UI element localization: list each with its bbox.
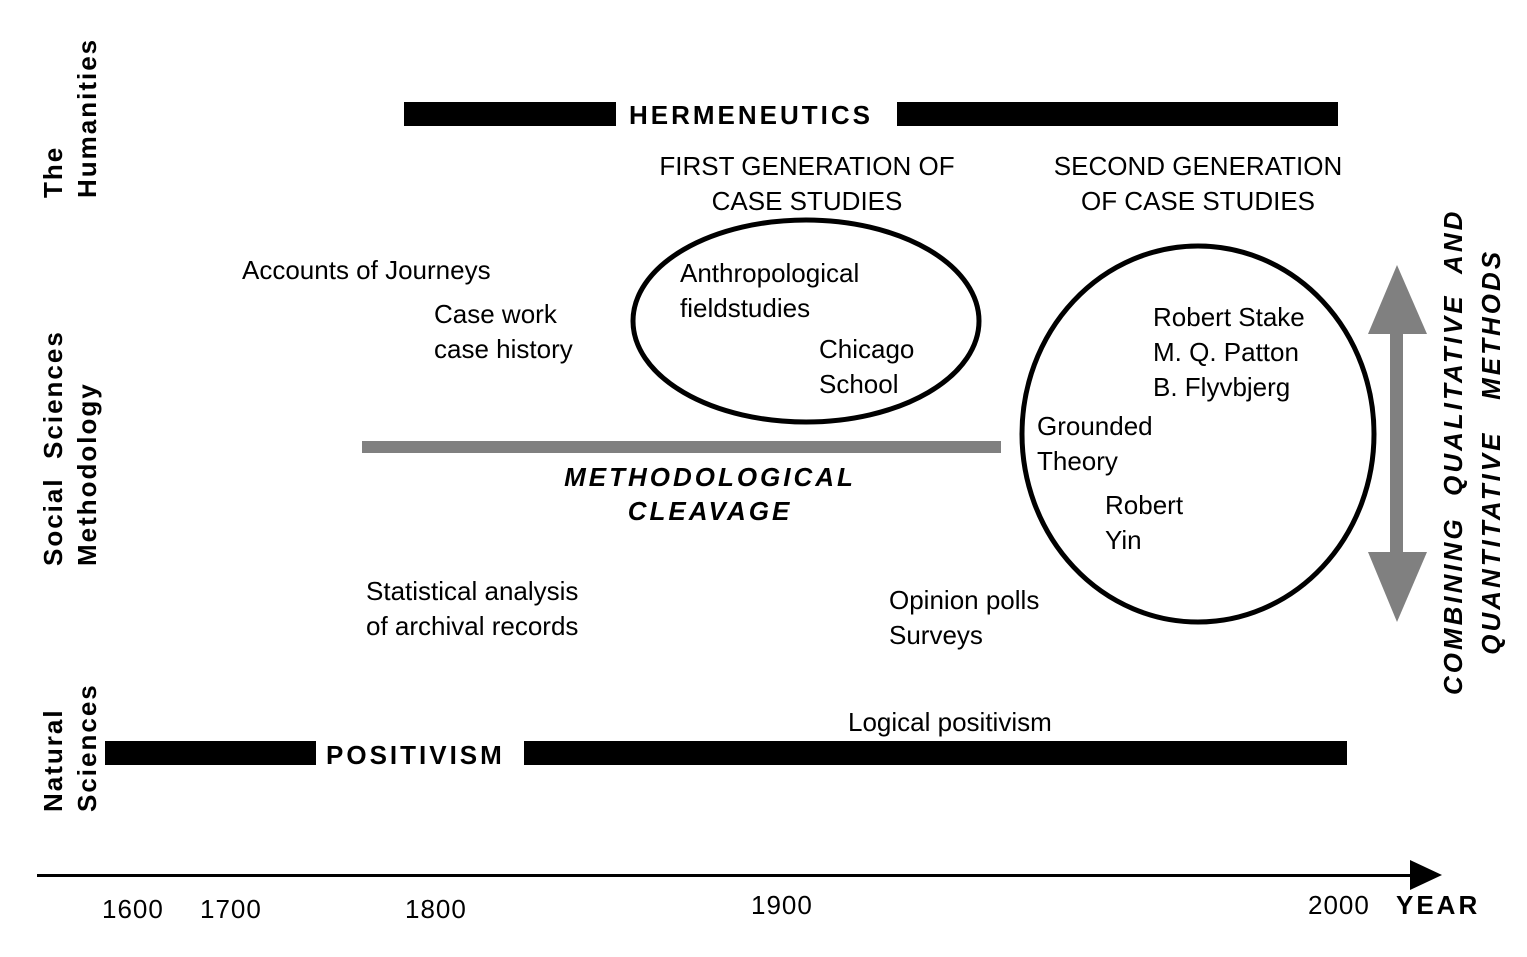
tick-2000: 2000 xyxy=(1308,890,1370,920)
robert-yin-label: Robert Yin xyxy=(1105,490,1184,555)
case-work-label: Case work case history xyxy=(434,299,573,364)
chicago-school-label: Chicago School xyxy=(819,334,915,399)
cleavage-bar xyxy=(362,441,1001,453)
row-label-humanities: The Humanities xyxy=(38,37,102,198)
opinion-polls-label: Opinion polls Surveys xyxy=(889,585,1040,650)
tick-1800: 1800 xyxy=(405,894,467,924)
row-label-natural-sciences: Natural Sciences xyxy=(38,683,102,812)
hermeneutics-bar-left xyxy=(404,102,616,126)
positivism-bar-right xyxy=(524,741,1347,765)
positivism-label: POSITIVISM xyxy=(326,740,505,770)
axis-label-year: YEAR xyxy=(1396,890,1481,920)
tick-1900: 1900 xyxy=(751,890,813,920)
combining-methods-label: COMBINING QUALITATIVE AND QUANTITATIVE M… xyxy=(1438,208,1506,695)
accounts-of-journeys: Accounts of Journeys xyxy=(242,255,491,285)
second-generation-circle xyxy=(1019,243,1377,625)
methodological-cleavage-label: METHODOLOGICAL CLEAVAGE xyxy=(564,462,856,526)
tick-1700: 1700 xyxy=(200,894,262,924)
row-label-social-sciences: Social Sciences Methodology xyxy=(38,330,102,566)
stake-patton-flyvbjerg-label: Robert Stake M. Q. Patton B. Flyvbjerg xyxy=(1153,302,1305,402)
double-arrow-icon xyxy=(1368,265,1427,622)
anthropological-label: Anthropological fieldstudies xyxy=(680,258,860,323)
second-generation-heading: SECOND GENERATION OF CASE STUDIES xyxy=(1053,151,1343,216)
hermeneutics-bar-right xyxy=(897,102,1338,126)
tick-1600: 1600 xyxy=(102,894,164,924)
statistical-analysis-label: Statistical analysis of archival records xyxy=(366,576,579,641)
grounded-theory-label: Grounded Theory xyxy=(1037,411,1153,476)
first-generation-ellipse xyxy=(630,217,982,425)
hermeneutics-label: HERMENEUTICS xyxy=(629,100,874,130)
first-generation-heading: FIRST GENERATION OF CASE STUDIES xyxy=(659,151,955,216)
time-axis-arrow xyxy=(37,860,1442,890)
logical-positivism-label: Logical positivism xyxy=(848,707,1052,737)
positivism-bar-left xyxy=(105,741,316,765)
